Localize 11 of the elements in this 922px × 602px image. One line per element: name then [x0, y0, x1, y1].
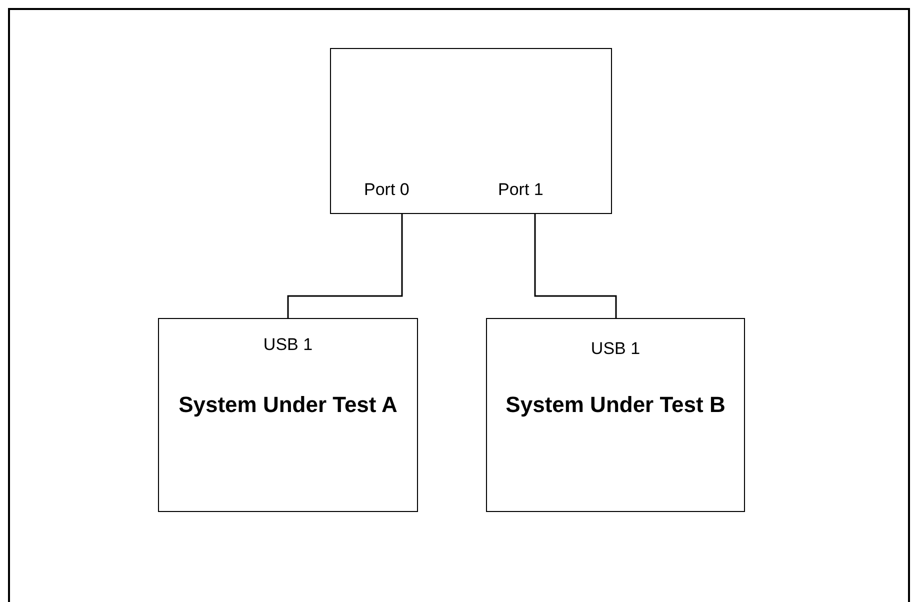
device-box [330, 48, 612, 214]
cable-line [534, 214, 617, 318]
port-label: Port 0 [364, 180, 410, 200]
port-label: USB 1 [590, 339, 642, 359]
device-box [486, 318, 745, 512]
port-label: USB 1 [262, 335, 314, 355]
port-label: Port 1 [498, 180, 544, 200]
box-title: System Under Test A [178, 391, 398, 419]
cable-line [287, 214, 403, 318]
device-box [158, 318, 418, 512]
box-title: System Under Test B [504, 391, 726, 419]
